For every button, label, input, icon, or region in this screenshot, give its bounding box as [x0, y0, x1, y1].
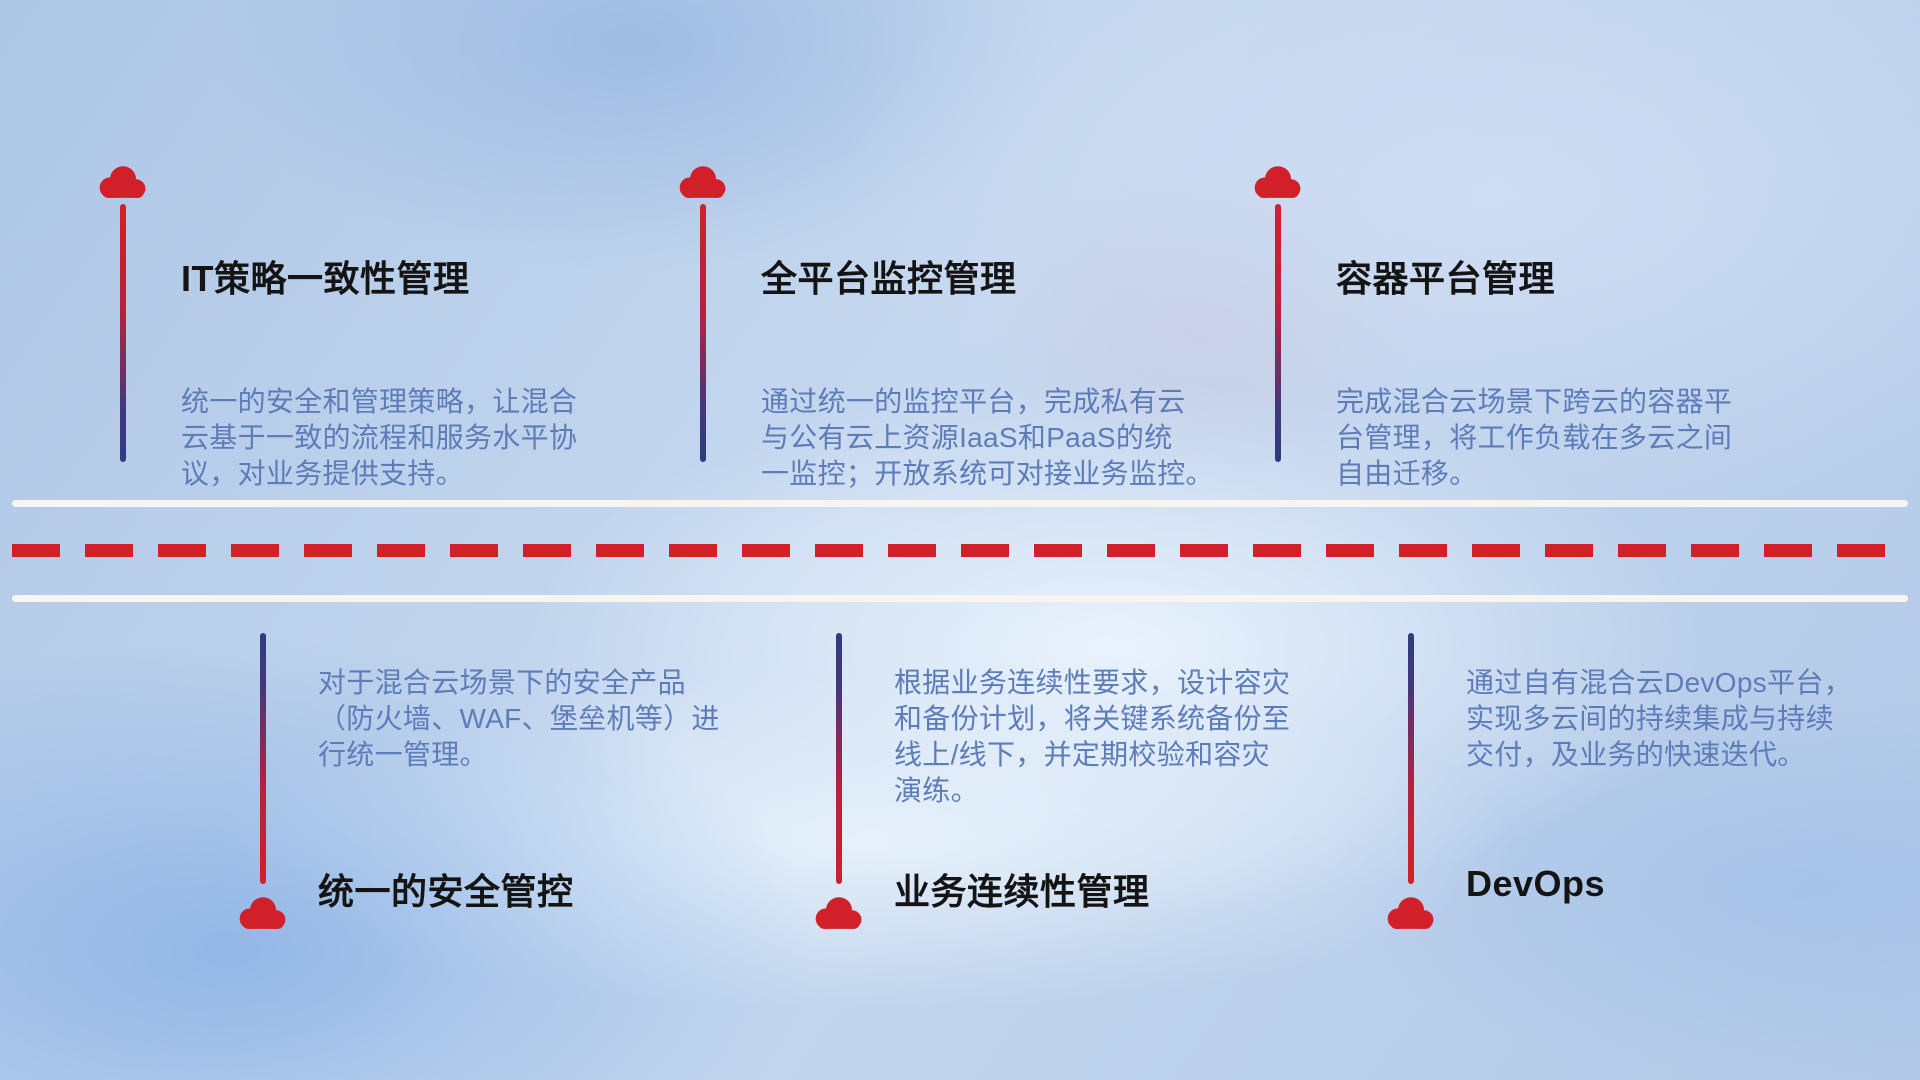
cloud-icon — [679, 166, 726, 198]
item-description: 通过统一的监控平台，完成私有云 与公有云上资源IaaS和PaaS的统 一监控；开… — [761, 386, 1214, 489]
cloud-icon — [1254, 166, 1301, 198]
road-solid-line-top — [12, 500, 1908, 507]
item-description: 统一的安全和管理策略，让混合 云基于一致的流程和服务水平协 议，对业务提供支持。 — [181, 386, 578, 489]
feature-security-control: 对于混合云场景下的安全产品 （防火墙、WAF、堡垒机等）进 行统一管理。 统一的… — [239, 633, 820, 963]
cloud-icon — [99, 166, 146, 198]
item-title: DevOps — [1466, 862, 1606, 904]
item-description: 通过自有混合云DevOps平台， 实现多云间的持续集成与持续 交付，及业务的快速… — [1466, 667, 1852, 770]
item-title: 业务连续性管理 — [894, 870, 1150, 912]
item-title: 容器平台管理 — [1336, 257, 1556, 299]
timeline-stem — [700, 204, 706, 462]
timeline-stem — [260, 633, 266, 884]
cloud-icon — [1387, 897, 1434, 929]
feature-business-continuity: 根据业务连续性要求，设计容灾 和备份计划，将关键系统备份至 线上/线下，并定期校… — [815, 633, 1396, 963]
timeline-stem — [1275, 204, 1281, 462]
timeline-stem — [836, 633, 842, 884]
road-solid-line-bottom — [12, 595, 1908, 602]
feature-it-policy: IT策略一致性管理 统一的安全和管理策略，让混合 云基于一致的流程和服务水平协 … — [95, 164, 655, 504]
item-description: 对于混合云场景下的安全产品 （防火墙、WAF、堡垒机等）进 行统一管理。 — [318, 667, 720, 770]
item-description: 根据业务连续性要求，设计容灾 和备份计划，将关键系统备份至 线上/线下，并定期校… — [894, 667, 1291, 806]
road-dashed-center-line — [12, 544, 1908, 557]
item-description: 完成混合云场景下跨云的容器平 台管理，将工作负载在多云之间 自由迁移。 — [1336, 386, 1733, 489]
cloud-icon — [239, 897, 286, 929]
feature-platform-monitoring: 全平台监控管理 通过统一的监控平台，完成私有云 与公有云上资源IaaS和PaaS… — [675, 164, 1235, 504]
item-title: 全平台监控管理 — [761, 257, 1017, 299]
timeline-stem — [120, 204, 126, 462]
item-title: 统一的安全管控 — [318, 870, 574, 912]
cloud-icon — [815, 897, 862, 929]
timeline-stem — [1408, 633, 1414, 884]
item-title: IT策略一致性管理 — [181, 257, 470, 299]
feature-container-platform: 容器平台管理 完成混合云场景下跨云的容器平 台管理，将工作负载在多云之间 自由迁… — [1250, 164, 1810, 504]
feature-devops: 通过自有混合云DevOps平台， 实现多云间的持续集成与持续 交付，及业务的快速… — [1387, 633, 1920, 963]
